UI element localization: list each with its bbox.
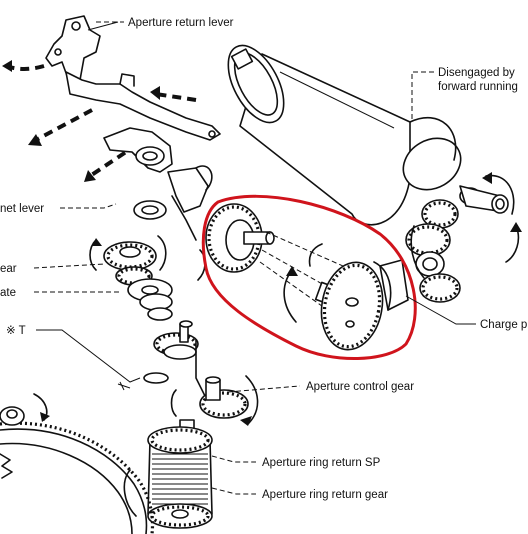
highlighted-mechanism [205,203,409,351]
label-aperture-ring-return-gear: Aperture ring return gear [262,489,388,501]
label-disengaged-by: Disengaged by [438,67,515,79]
magnet-lever [103,127,213,241]
label-plate: ate [0,287,16,299]
left-gear-stack [89,235,206,391]
aperture-ring-return-gear [123,419,213,529]
aperture-control-gear [170,339,259,426]
aperture-ring [0,393,155,534]
label-charge: Charge p [480,319,527,331]
label-magnet-lever: net lever [0,203,44,215]
label-aperture-ring-return-sp: Aperture ring return SP [262,457,381,469]
leader-lines [33,21,476,495]
red-highlight-circle [201,194,417,360]
drive-cylinder [227,44,462,226]
label-note-mark: ※ T [6,325,26,337]
aperture-return-lever [45,15,221,141]
label-aperture-return-lever: Aperture return lever [128,17,234,29]
label-forward-running: forward running [438,81,518,93]
label-aperture-control-gear: Aperture control gear [306,381,414,393]
label-gear: ear [0,263,17,275]
right-gear-cluster [405,172,522,303]
motion-arrows-left [2,60,197,182]
